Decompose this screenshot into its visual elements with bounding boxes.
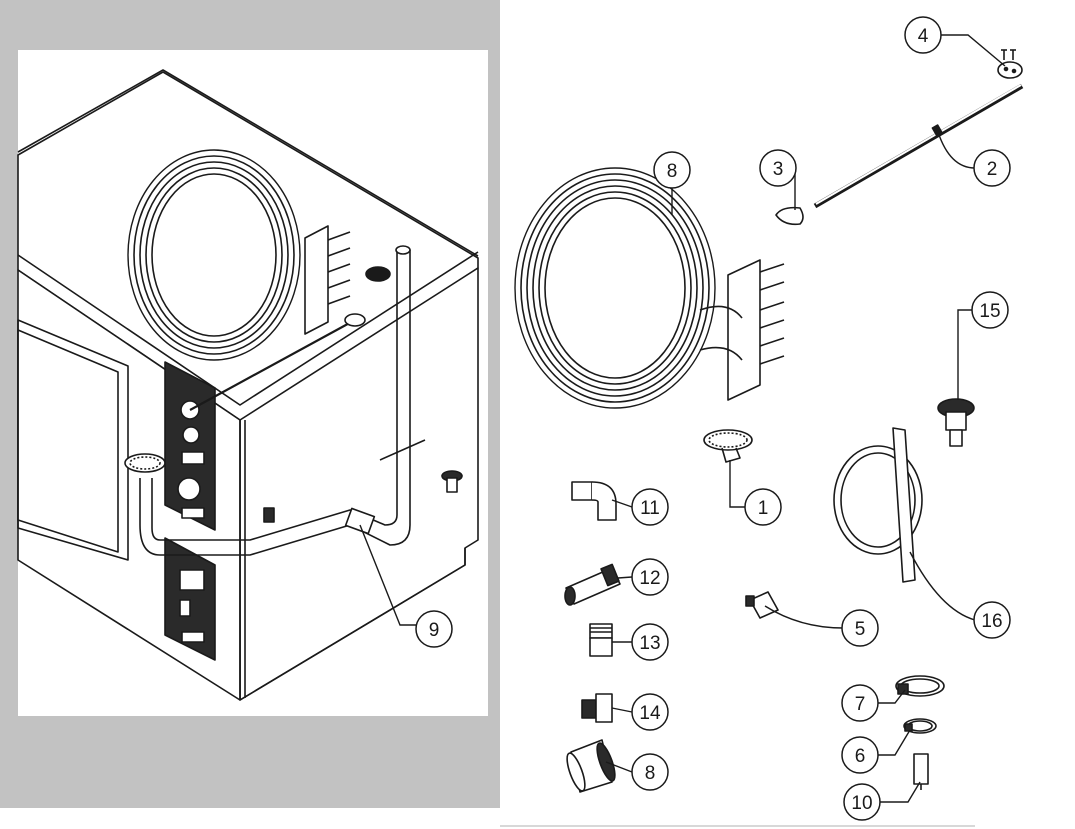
callout-10: 10 — [843, 783, 881, 821]
strainer-grid — [129, 456, 161, 470]
leader-7 — [875, 689, 906, 704]
part-straight-connector — [564, 563, 621, 606]
part-reducer-fitting — [581, 693, 613, 723]
part-drain-strainer — [703, 429, 753, 463]
control-display — [181, 451, 205, 465]
callout-14-label: 14 — [639, 703, 661, 724]
callout-9: 9 — [415, 610, 453, 648]
callout-15-label: 15 — [979, 301, 1000, 322]
part-small-clamp — [903, 718, 937, 734]
leader-10 — [880, 781, 921, 803]
callout-12: 12 — [631, 558, 669, 596]
callout-13: 13 — [631, 623, 669, 661]
control-button — [181, 507, 205, 519]
callout-13-label: 13 — [639, 633, 660, 654]
part-small-fitting — [745, 591, 779, 619]
callout-2: 2 — [973, 149, 1011, 187]
callout-16: 16 — [973, 601, 1011, 639]
part-threaded-fitting — [589, 623, 613, 657]
leader-5 — [764, 605, 844, 629]
callout-15: 15 — [971, 291, 1009, 329]
leader-15 — [957, 309, 972, 400]
callout-2-label: 2 — [987, 159, 998, 180]
callout-8-coil-label: 8 — [667, 161, 678, 182]
oven-assembly-drawing — [17, 69, 479, 701]
leader-9 — [359, 524, 417, 626]
callout-7: 7 — [841, 684, 879, 722]
oven-door-frame — [17, 319, 129, 561]
callout-5: 5 — [841, 609, 879, 647]
assembled-valve — [441, 470, 463, 493]
part-probe-rod — [813, 83, 1024, 209]
assembled-small-fitting — [263, 507, 275, 523]
part-tee-connector — [913, 753, 929, 790]
drain-branch — [379, 439, 426, 461]
leader-12 — [617, 576, 633, 579]
drain-pipe-top — [395, 245, 411, 255]
part-solenoid-valve — [937, 398, 975, 447]
callout-6-label: 6 — [855, 746, 866, 767]
roof-vent — [365, 266, 391, 282]
control-fan-icon — [182, 426, 200, 444]
callout-8-sleeve: 8 — [631, 753, 669, 791]
leader-lines — [359, 34, 1006, 803]
oven-top-rim — [17, 251, 479, 406]
part-coil — [514, 167, 785, 409]
callout-7-label: 7 — [855, 694, 866, 715]
assembled-probe-cap — [344, 313, 366, 327]
leader-6 — [875, 729, 911, 756]
callouts: 1 2 3 4 5 6 7 8 8 9 10 11 12 13 14 15 16 — [415, 16, 1011, 821]
exploded-parts — [514, 49, 1024, 793]
callout-6: 6 — [841, 736, 879, 774]
control-knob — [177, 477, 201, 501]
leader-2 — [937, 131, 976, 169]
leader-14 — [611, 707, 633, 713]
part-hose-loop — [833, 427, 923, 583]
callout-8-sleeve-label: 8 — [645, 763, 656, 784]
callout-10-label: 10 — [851, 793, 872, 814]
callout-3: 3 — [759, 149, 797, 187]
callout-9-label: 9 — [429, 620, 440, 641]
callout-8-coil: 8 — [653, 151, 691, 189]
callout-4-label: 4 — [918, 26, 929, 47]
leader-16 — [909, 551, 976, 621]
lower-label — [181, 631, 205, 643]
callout-1-label: 1 — [758, 498, 769, 519]
assembled-drain-pipe-inner — [151, 250, 398, 541]
callout-12-label: 12 — [639, 568, 660, 589]
callout-11-label: 11 — [640, 498, 660, 519]
part-sleeve — [566, 739, 616, 793]
lower-switch — [179, 599, 191, 617]
part-probe-cap — [775, 206, 804, 226]
leader-8b — [605, 761, 633, 773]
part-elbow-fitting — [571, 481, 617, 521]
callout-4: 4 — [904, 16, 942, 54]
leader-11 — [611, 499, 633, 508]
assembled-coupling — [344, 507, 376, 535]
lower-control-panel — [164, 537, 216, 661]
part-large-clamp — [895, 675, 945, 697]
oven-top-edge — [17, 69, 479, 257]
callout-14: 14 — [631, 693, 669, 731]
callout-11: 11 — [631, 488, 669, 526]
assembled-coil — [127, 149, 351, 361]
callout-5-label: 5 — [855, 619, 866, 640]
control-panel — [164, 361, 216, 531]
leader-4 — [940, 34, 1006, 67]
leader-1 — [729, 460, 745, 508]
callout-1: 1 — [744, 488, 782, 526]
lower-keypad — [179, 569, 205, 591]
callout-16-label: 16 — [981, 611, 1002, 632]
assembled-probe-rod — [189, 319, 356, 411]
oven-base — [239, 548, 466, 701]
callout-3-label: 3 — [773, 159, 784, 180]
